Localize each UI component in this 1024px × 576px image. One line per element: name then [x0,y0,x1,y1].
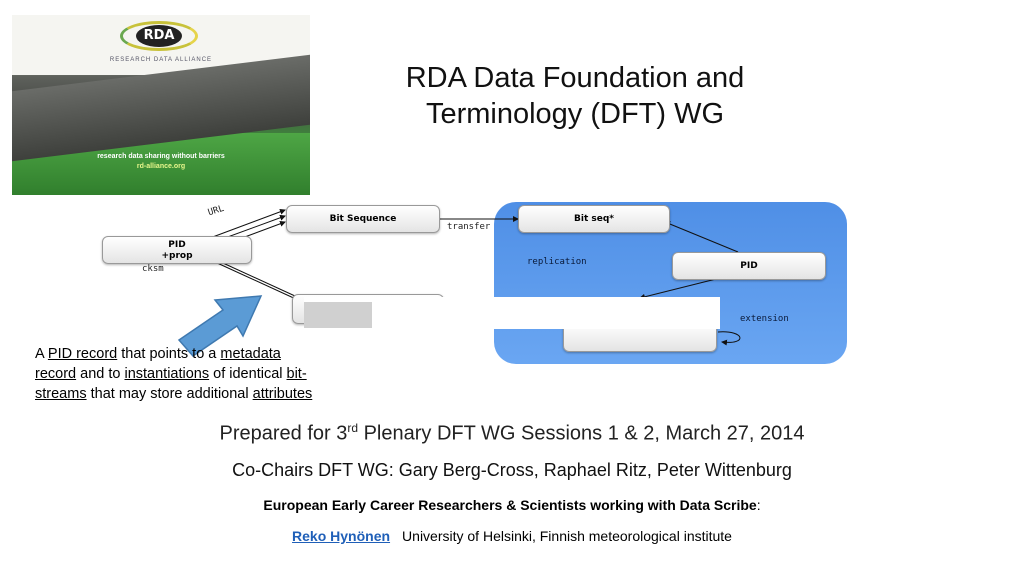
label-cksm: cksm [142,264,164,274]
extension-connector [717,331,741,346]
logo-site: rd-alliance.org [136,163,186,170]
logo-ring-icon [120,21,198,51]
label-extension: extension [740,314,789,324]
slide-title: RDA Data Foundation and Terminology (DFT… [300,60,850,132]
desc-bit: bit- [286,366,307,382]
desc-text: and to [76,366,125,382]
pid-to-bitseq-connector [664,221,739,253]
scribe-affiliation: University of Helsinki, Finnish meteorol… [402,528,732,544]
plenary-suffix: rd [347,421,359,435]
desc-pid-record: PID record [47,346,118,362]
desc-text: that may store additional [86,386,253,402]
scribe-name-link[interactable]: Reko Hynönen [292,528,391,544]
url-connector [209,208,286,239]
rda-logo-image: RDA RESEARCH DATA ALLIANCE research data… [12,15,310,195]
scribe-heading-text: European Early Career Researchers & Scie… [263,497,757,513]
desc-text: of identical [209,366,287,382]
desc-instantiations: instantiations [124,366,210,382]
bit-sequence-box: Bit Sequence [286,205,440,233]
desc-text: A [35,346,48,362]
pid-record-description: A PID record that points to a metadata r… [35,344,427,404]
title-line-2: Terminology (DFT) WG [425,98,725,130]
desc-record: record [35,366,77,382]
pid-to-lower-connector [639,277,721,300]
pid-box-line2: +prop [161,251,193,261]
pid-box-line1: PID [168,240,186,250]
bit-seq-star-box: Bit seq* [518,205,670,233]
callout-arrow-icon [177,295,263,357]
pid-right-box: PID [672,252,826,280]
prepared-for-line: Prepared for 3rd Plenary DFT WG Sessions… [0,421,1024,446]
title-line-1: RDA Data Foundation and [405,62,745,94]
cochairs-line: Co-Chairs DFT WG: Gary Berg-Cross, Rapha… [232,460,792,480]
scribe-colon: : [756,497,761,513]
desc-streams: streams [35,386,87,402]
desc-attributes: attributes [252,386,313,402]
plenary-text: Plenary DFT WG Sessions 1 & 2, March 27,… [358,422,805,445]
rda-badge: RDA [136,25,182,47]
mask-gray-block [304,302,372,328]
cksm-connector [214,261,299,301]
cksm-connector-2 [211,257,296,297]
scribe-line: Reko Hynönen University of Helsinki, Finn… [0,528,1024,544]
scribe-heading: European Early Career Researchers & Scie… [0,497,1024,513]
pid-prop-box: PID +prop [102,236,252,264]
label-transfer: transfer [447,222,491,232]
desc-text: that points to a [117,346,221,362]
logo-tagline: research data sharing without barriers [97,153,225,160]
prepared-for-text: Prepared for [219,422,337,445]
plenary-number: 3 [336,422,348,445]
mask-band [304,297,720,329]
logo-subtitle: RESEARCH DATA ALLIANCE [109,57,213,63]
desc-metadata: metadata [220,346,281,362]
label-replication: replication [527,257,587,267]
